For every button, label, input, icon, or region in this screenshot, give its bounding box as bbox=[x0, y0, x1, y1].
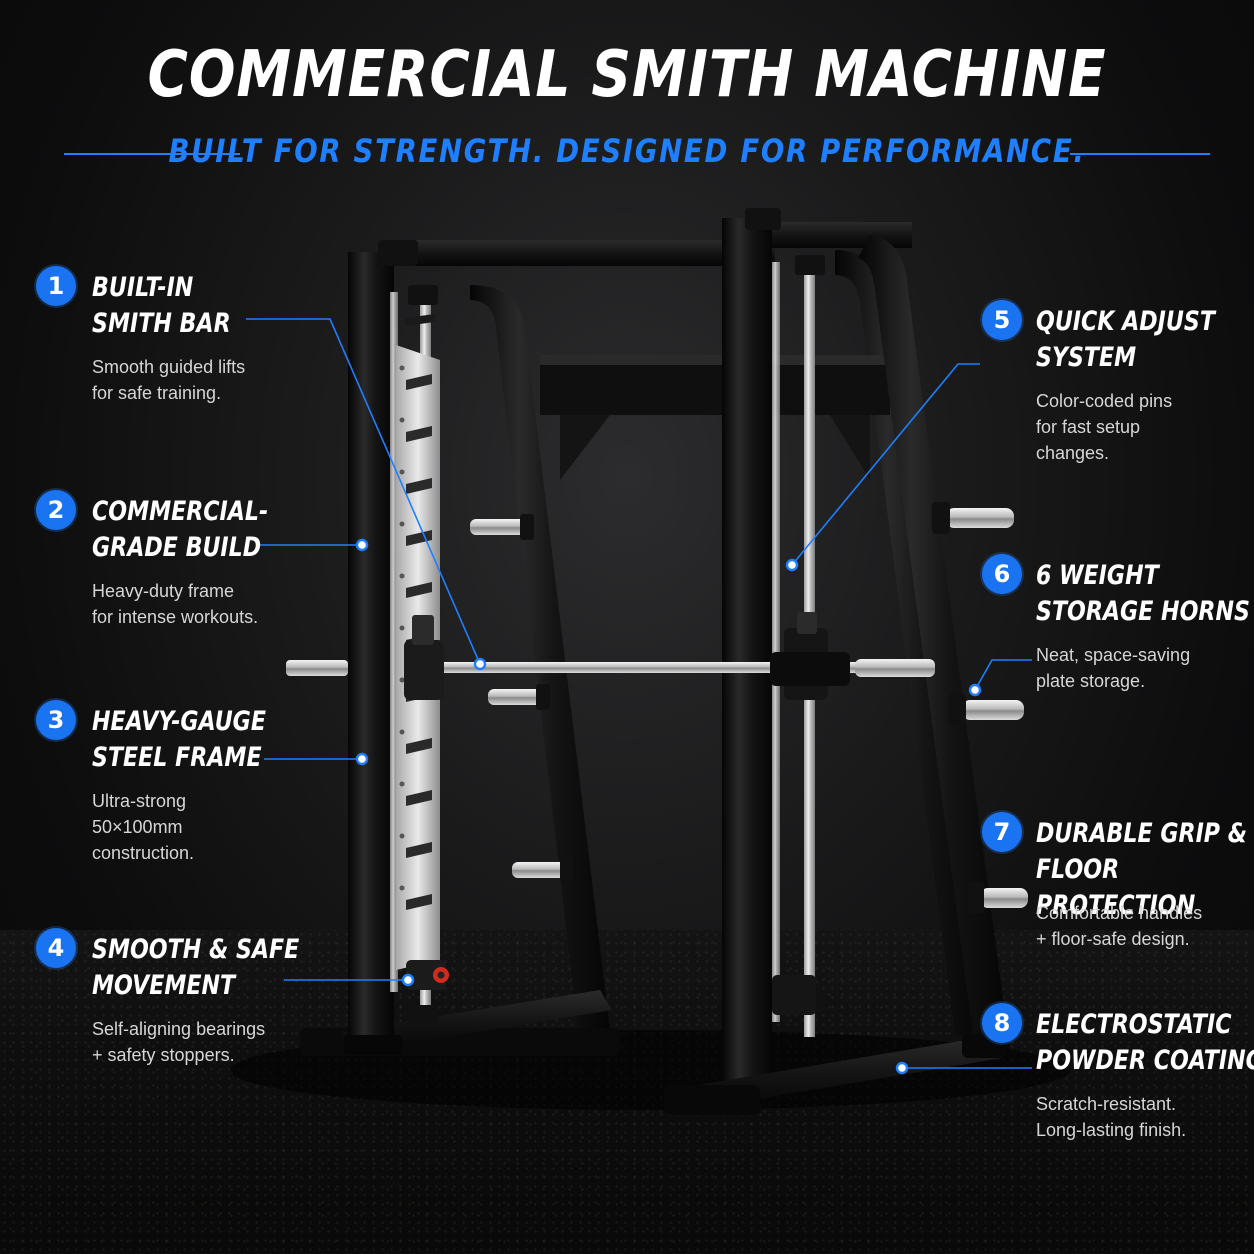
hook-notch bbox=[406, 478, 432, 494]
feature-number-badge: 6 bbox=[982, 554, 1022, 594]
feature-number-badge: 5 bbox=[982, 300, 1022, 340]
feature-description: Color-coded pins for fast setup changes. bbox=[1036, 391, 1173, 463]
callout-lines bbox=[246, 318, 1032, 1075]
hook-bolt bbox=[399, 521, 405, 527]
callout-dot bbox=[401, 973, 415, 987]
hook-notch bbox=[406, 738, 432, 754]
hook-bolt bbox=[399, 417, 405, 423]
feature-number-badge: 7 bbox=[982, 812, 1022, 852]
hook-notches bbox=[399, 365, 432, 910]
feature-description: Scratch-resistant. Long-lasting finish. bbox=[1036, 1094, 1187, 1140]
subtitle-rule-right bbox=[1070, 153, 1210, 155]
feature-title: 6 WEIGHT STORAGE HORNS bbox=[1036, 560, 1250, 627]
hook-bolt bbox=[399, 677, 405, 683]
feature-description: Neat, space-saving plate storage. bbox=[1036, 645, 1191, 691]
feature-title: QUICK ADJUST SYSTEM bbox=[1036, 306, 1215, 373]
callout-dot bbox=[355, 538, 369, 552]
feature-description: Heavy-duty frame for intense workouts. bbox=[92, 581, 259, 627]
hook-notch bbox=[406, 790, 432, 806]
feature-title: BUILT-IN SMITH BAR bbox=[92, 272, 231, 339]
callout-line bbox=[974, 659, 1032, 691]
hook-bolt bbox=[399, 469, 405, 475]
feature-description: Ultra-strong 50×100mm construction. bbox=[92, 791, 195, 863]
hook-bolt bbox=[399, 781, 405, 787]
feature-number-badge: 3 bbox=[36, 700, 76, 740]
page-title: COMMERCIAL SMITH MACHINE bbox=[147, 38, 1107, 112]
hook-notch bbox=[406, 842, 432, 858]
hook-bolt bbox=[399, 885, 405, 891]
hook-notch bbox=[406, 374, 432, 390]
callout-line bbox=[246, 318, 481, 665]
hook-notch bbox=[406, 530, 432, 546]
feature-description: Comfortable handles + floor-safe design. bbox=[1036, 903, 1203, 949]
feature-title: COMMERCIAL- GRADE BUILD bbox=[92, 496, 269, 563]
feature-title: SMOOTH & SAFE MOVEMENT bbox=[92, 934, 300, 1001]
hook-bolt bbox=[399, 833, 405, 839]
hook-notch bbox=[406, 426, 432, 442]
hook-bolt bbox=[399, 729, 405, 735]
callout-dot bbox=[473, 657, 487, 671]
callout-dot bbox=[968, 683, 982, 697]
feature-title: ELECTROSTATIC POWDER COATING bbox=[1036, 1009, 1254, 1076]
feature-number-badge: 2 bbox=[36, 490, 76, 530]
feature-description: Smooth guided lifts for safe training. bbox=[92, 357, 246, 403]
hook-bolt bbox=[399, 573, 405, 579]
callout-dot bbox=[895, 1061, 909, 1075]
hook-notch bbox=[406, 582, 432, 598]
callout-line bbox=[791, 363, 980, 566]
subtitle-rule-left bbox=[64, 153, 240, 155]
feature-title: DURABLE GRIP & FLOOR PROTECTION bbox=[1036, 818, 1248, 921]
callout-dot bbox=[785, 558, 799, 572]
feature-description: Self-aligning bearings + safety stoppers… bbox=[92, 1019, 266, 1065]
hook-notch bbox=[406, 894, 432, 910]
feature-number-badge: 8 bbox=[982, 1003, 1022, 1043]
page-subtitle: BUILT FOR STRENGTH. DESIGNED FOR PERFORM… bbox=[168, 132, 1086, 170]
hook-bolt bbox=[399, 365, 405, 371]
hook-bolt bbox=[399, 625, 405, 631]
feature-number-badge: 1 bbox=[36, 266, 76, 306]
feature-number-badge: 4 bbox=[36, 928, 76, 968]
feature-title: HEAVY-GAUGE STEEL FRAME bbox=[92, 706, 266, 773]
smith-bar bbox=[286, 612, 935, 1015]
callout-dot bbox=[355, 752, 369, 766]
